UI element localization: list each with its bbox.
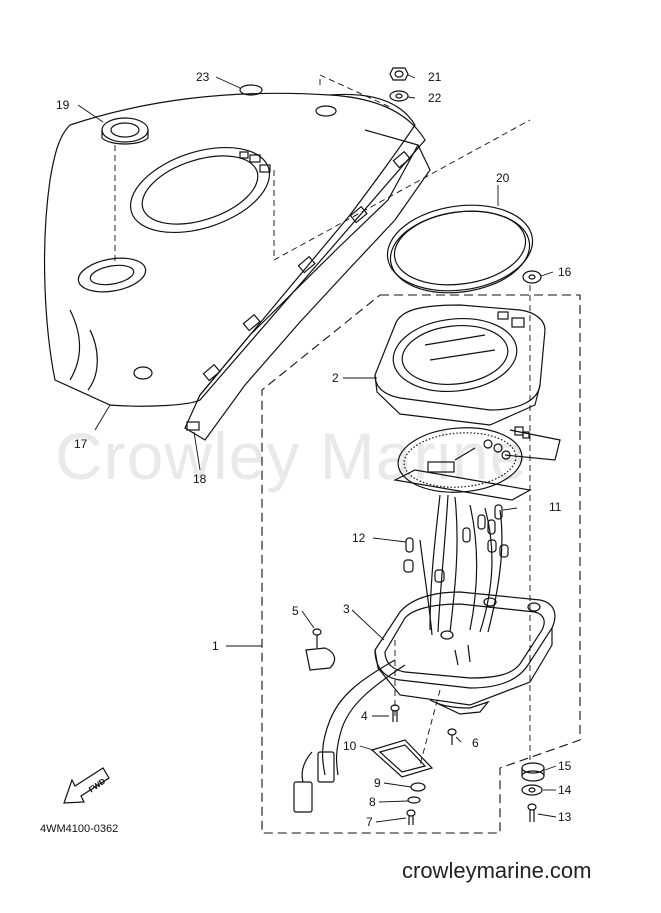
callout-15: 15 [558,759,572,773]
callout-7: 7 [366,815,373,829]
clamp-5 [305,628,336,671]
screw-13 [527,803,537,822]
callout-16: 16 [558,265,572,279]
callout-18: 18 [193,472,207,486]
bulb-12 [403,537,445,583]
bolt-21 [389,67,409,81]
footer-url: crowleymarine.com [402,858,592,883]
screw-6 [447,728,457,745]
cowl-clip-slots [186,150,411,431]
screw-4 [390,704,400,722]
grommet-15 [521,762,545,782]
plate-10 [370,739,434,778]
callout-6: 6 [472,736,479,750]
leader-lines [77,74,557,823]
wiring-harness [322,494,503,776]
grommet-19 [101,117,149,145]
screw-7 [406,809,416,825]
callout-19: 19 [56,98,70,112]
callout-9: 9 [374,776,381,790]
callout-1: 1 [212,639,219,653]
callout-22: 22 [428,91,442,105]
callout-3: 3 [343,602,350,616]
meter-case-lower-3 [374,591,556,715]
callout-4: 4 [361,709,368,723]
connectors [293,751,335,813]
reference-lines [114,74,531,766]
cowl-cover [43,92,431,441]
callout-21: 21 [428,70,442,84]
callout-23: 23 [196,70,210,84]
callout-2: 2 [332,371,339,385]
washer-14 [521,784,543,796]
washer-16 [522,270,542,284]
washer-9 [410,782,426,792]
forward-arrow-icon [63,767,110,804]
callout-17: 17 [74,437,88,451]
drawing-code: 4WM4100-0362 [40,823,119,835]
callout-8: 8 [369,795,376,809]
callout-5: 5 [292,604,299,618]
callout-13: 13 [558,810,572,824]
meter-case-upper-2 [374,304,546,426]
callout-14: 14 [558,783,572,797]
lens-gasket-20 [386,204,534,294]
callout-10: 10 [343,739,357,753]
washer-8 [407,796,421,804]
meter-dial [393,426,561,501]
cap-23 [239,84,263,96]
callout-20: 20 [496,171,510,185]
assembly-boundary [261,294,581,834]
watermark: Crowley Marine [55,419,528,493]
callout-11: 11 [549,500,562,514]
bulbs-11 [462,504,509,558]
washer-22 [389,90,409,102]
callout-12: 12 [352,531,366,545]
